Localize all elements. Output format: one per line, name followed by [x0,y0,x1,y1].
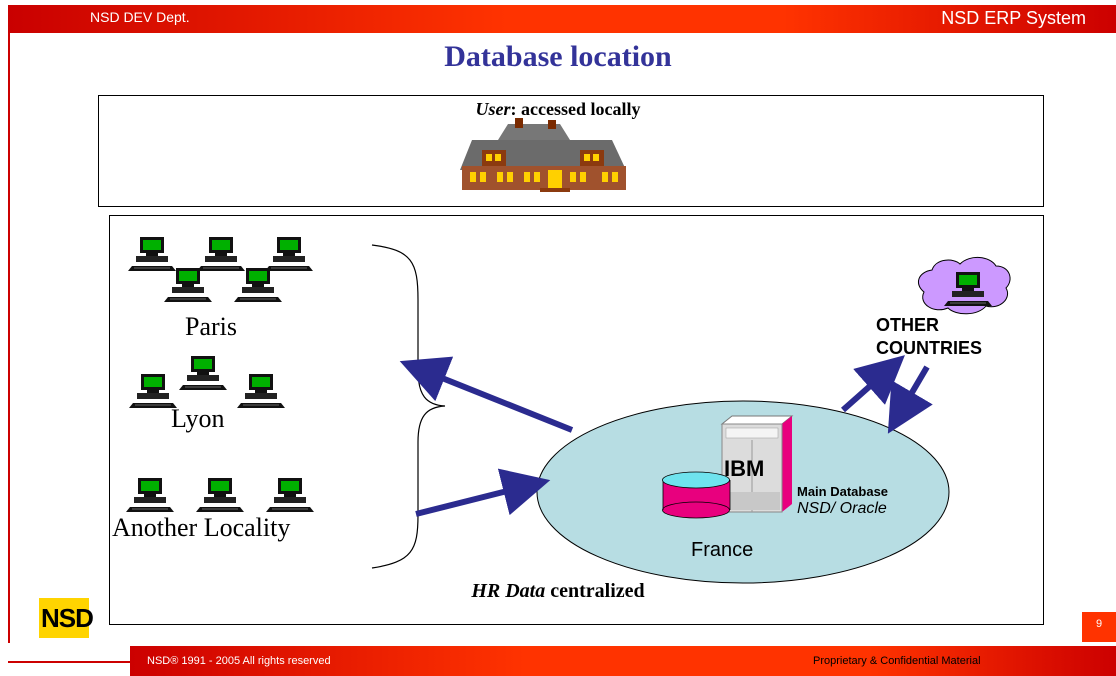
user-caption: User: accessed locally [0,99,1116,120]
user-caption-rest: : accessed locally [510,99,641,119]
footer-rule [8,661,130,663]
footer-bar [130,646,1116,676]
arrow-to-paris-lyon [399,356,574,433]
slide-title: Database location [444,40,672,73]
left-rule [8,33,10,643]
user-caption-italic: User [475,99,511,119]
location-brace [371,244,446,569]
city-label-another-locality: Another Locality [112,513,291,542]
arrow-to-other-countries [841,355,905,413]
arrow-from-other-countries [887,365,933,434]
page-number: 9 [1095,618,1103,630]
page-number-box [1082,612,1116,642]
another-locality-computers [125,477,315,513]
lyon-computers [128,355,286,409]
hr-caption-italic: HR Data [471,580,546,602]
main-database-label: Main Database [797,484,889,499]
database-icon [662,471,731,519]
other-countries-line-1: OTHER [876,315,939,335]
department-label: NSD DEV Dept. [90,9,190,25]
ibm-server-icon [720,415,794,513]
confidential-text: Proprietary & Confidential Material [813,655,981,667]
ibm-label: IBM [724,456,765,481]
nsd-logo-text: NSD [41,603,94,633]
house-icon [460,118,626,192]
other-countries-label: OTHER COUNTRIES [876,314,982,360]
header-bar [8,5,1116,33]
city-label-lyon: Lyon [171,404,225,433]
other-countries-line-2: COUNTRIES [876,338,983,358]
france-label: France [691,539,754,561]
system-label: NSD ERP System [941,8,1086,28]
city-label-paris: Paris [185,312,237,341]
db-product-label: NSD/ Oracle [797,500,887,517]
nsd-logo [39,598,89,638]
hr-caption-rest: centralized [545,580,645,602]
hr-caption: HR Data centralized [0,580,1116,603]
paris-computers [127,236,314,303]
arrow-from-another-locality [415,468,551,517]
copyright-text: NSD® 1991 - 2005 All rights reserved [147,655,331,667]
